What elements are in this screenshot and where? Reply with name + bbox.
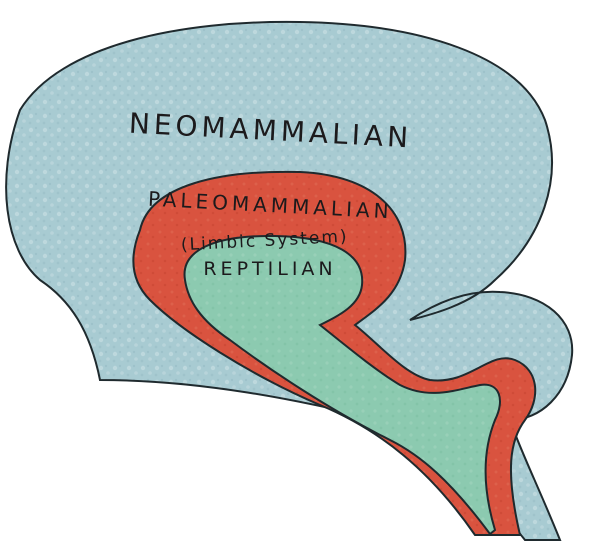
reptilian-label: REPTILIAN	[203, 258, 336, 280]
reptilian-region	[183, 234, 501, 536]
